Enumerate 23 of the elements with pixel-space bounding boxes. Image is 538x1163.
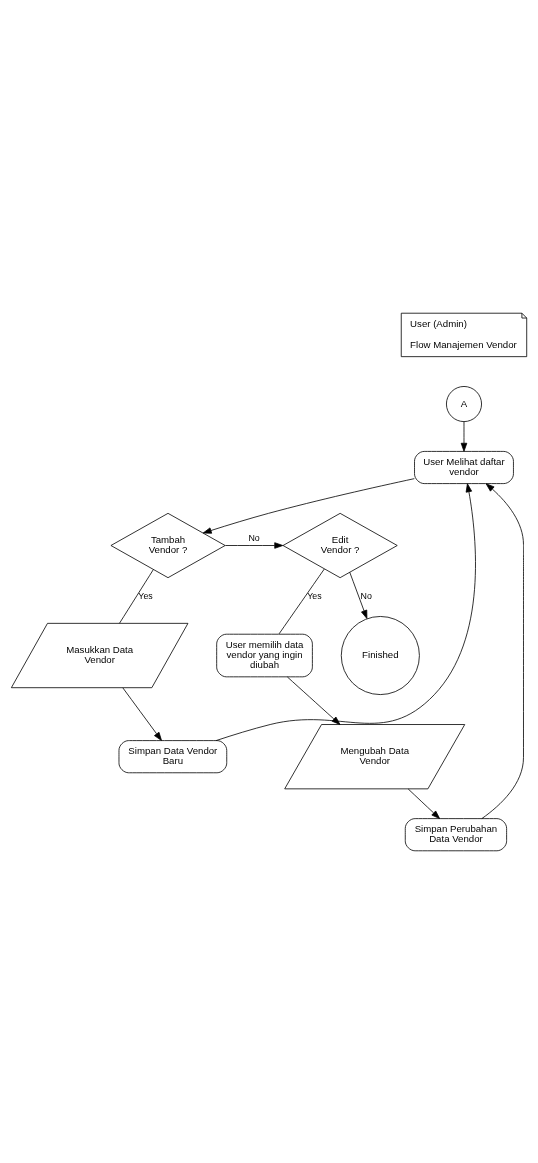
node-circle: Finished (340, 615, 420, 695)
arrow (349, 571, 368, 619)
node-box: Simpan Data Vendor Baru (118, 739, 228, 773)
node-box: User memilih data vendor yang ingin diubah (216, 633, 313, 677)
connector (278, 568, 325, 634)
arrow (224, 541, 284, 549)
edge-label: Yes (307, 590, 322, 601)
arrow (460, 420, 468, 452)
edge-label: No (360, 590, 372, 601)
arrow (122, 686, 162, 741)
arrow (286, 676, 341, 725)
node-box: User Melihat daftar vendor (414, 450, 514, 484)
arrow (215, 482, 476, 741)
node-diamond: Edit Vendor ? (282, 512, 398, 578)
edge-label: No (248, 532, 260, 543)
node-box: Simpan Perubahan Data Vendor (404, 817, 507, 851)
connector (119, 568, 154, 624)
arrow (407, 788, 440, 819)
arrow (481, 482, 524, 819)
node-circle: A (446, 385, 482, 422)
arrow (202, 477, 415, 534)
edge-label: Yes (138, 590, 153, 601)
node-diamond: Tambah Vendor ? (110, 512, 226, 578)
